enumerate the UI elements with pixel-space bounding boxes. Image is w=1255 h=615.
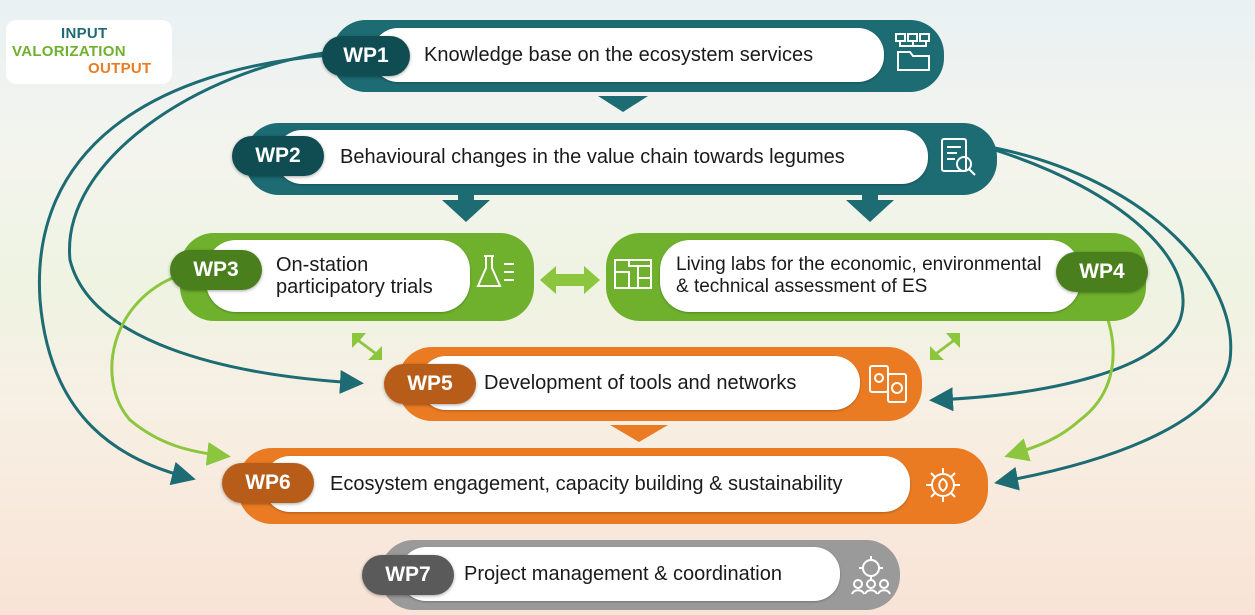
arrow-wp1-to-wp5 bbox=[68, 50, 364, 394]
wp6-title: Ecosystem engagement, capacity building … bbox=[330, 472, 843, 495]
arrow-wp3-to-wp6 bbox=[110, 273, 231, 466]
wp3-title-line2: participatory trials bbox=[276, 276, 433, 298]
wp4-box: Living labs for the economic, environmen… bbox=[660, 240, 1080, 312]
map-grid-icon bbox=[614, 259, 652, 289]
wp5-badge: WP5 bbox=[384, 364, 476, 404]
arrow-wp2-to-wp5 bbox=[929, 148, 1185, 412]
wp5-box: Development of tools and networks bbox=[420, 356, 860, 410]
legend-input: INPUT bbox=[61, 25, 108, 42]
wp1-badge: WP1 bbox=[322, 36, 410, 76]
wp5-title: Development of tools and networks bbox=[484, 371, 797, 394]
wp6-box: Ecosystem engagement, capacity building … bbox=[264, 456, 910, 512]
arrow-wp1-to-wp6 bbox=[37, 53, 331, 486]
wp7-badge: WP7 bbox=[362, 555, 454, 595]
legend: INPUT VALORIZATION OUTPUT bbox=[6, 20, 172, 84]
arrow-wp1-to-wp2 bbox=[598, 96, 648, 112]
wp1-title: Knowledge base on the ecosystem services bbox=[424, 43, 814, 66]
report-analysis-icon bbox=[941, 138, 976, 176]
arrow-wp2-to-wp6 bbox=[994, 146, 1233, 491]
double-arrow-wp3-wp4 bbox=[540, 266, 600, 294]
team-gear-icon bbox=[851, 556, 891, 595]
wp2-box: Behavioural changes in the value chain t… bbox=[276, 130, 928, 184]
arrow-wp5-to-wp6 bbox=[610, 425, 668, 442]
wp3-badge: WP3 bbox=[170, 250, 262, 290]
wp3-title-line1: On-station bbox=[276, 254, 369, 276]
flask-list-icon bbox=[476, 255, 514, 287]
arrow-wp4-to-wp6 bbox=[1004, 299, 1115, 462]
legend-output: OUTPUT bbox=[88, 60, 152, 77]
legend-valorization: VALORIZATION bbox=[12, 43, 126, 60]
gear-leaf-icon bbox=[926, 468, 960, 502]
arrow-wp2-to-wp4 bbox=[846, 188, 894, 222]
double-arrow-wp3-wp5 bbox=[352, 333, 382, 360]
wp4-title-line2: & technical assessment of ES bbox=[676, 276, 928, 297]
devices-gear-icon bbox=[869, 365, 907, 403]
arrow-wp2-to-wp3 bbox=[442, 188, 490, 222]
wp2-badge: WP2 bbox=[232, 136, 324, 176]
wp4-title-line1: Living labs for the economic, environmen… bbox=[676, 254, 1042, 275]
double-arrow-wp4-wp5 bbox=[930, 333, 960, 360]
wp7-title: Project management & coordination bbox=[464, 562, 782, 585]
wp2-title: Behavioural changes in the value chain t… bbox=[340, 145, 845, 168]
wp4-badge: WP4 bbox=[1056, 252, 1148, 292]
wp6-badge: WP6 bbox=[222, 463, 314, 503]
wp1-box: Knowledge base on the ecosystem services bbox=[372, 28, 884, 82]
folder-network-icon bbox=[895, 33, 930, 71]
wp7-box: Project management & coordination bbox=[400, 547, 840, 601]
